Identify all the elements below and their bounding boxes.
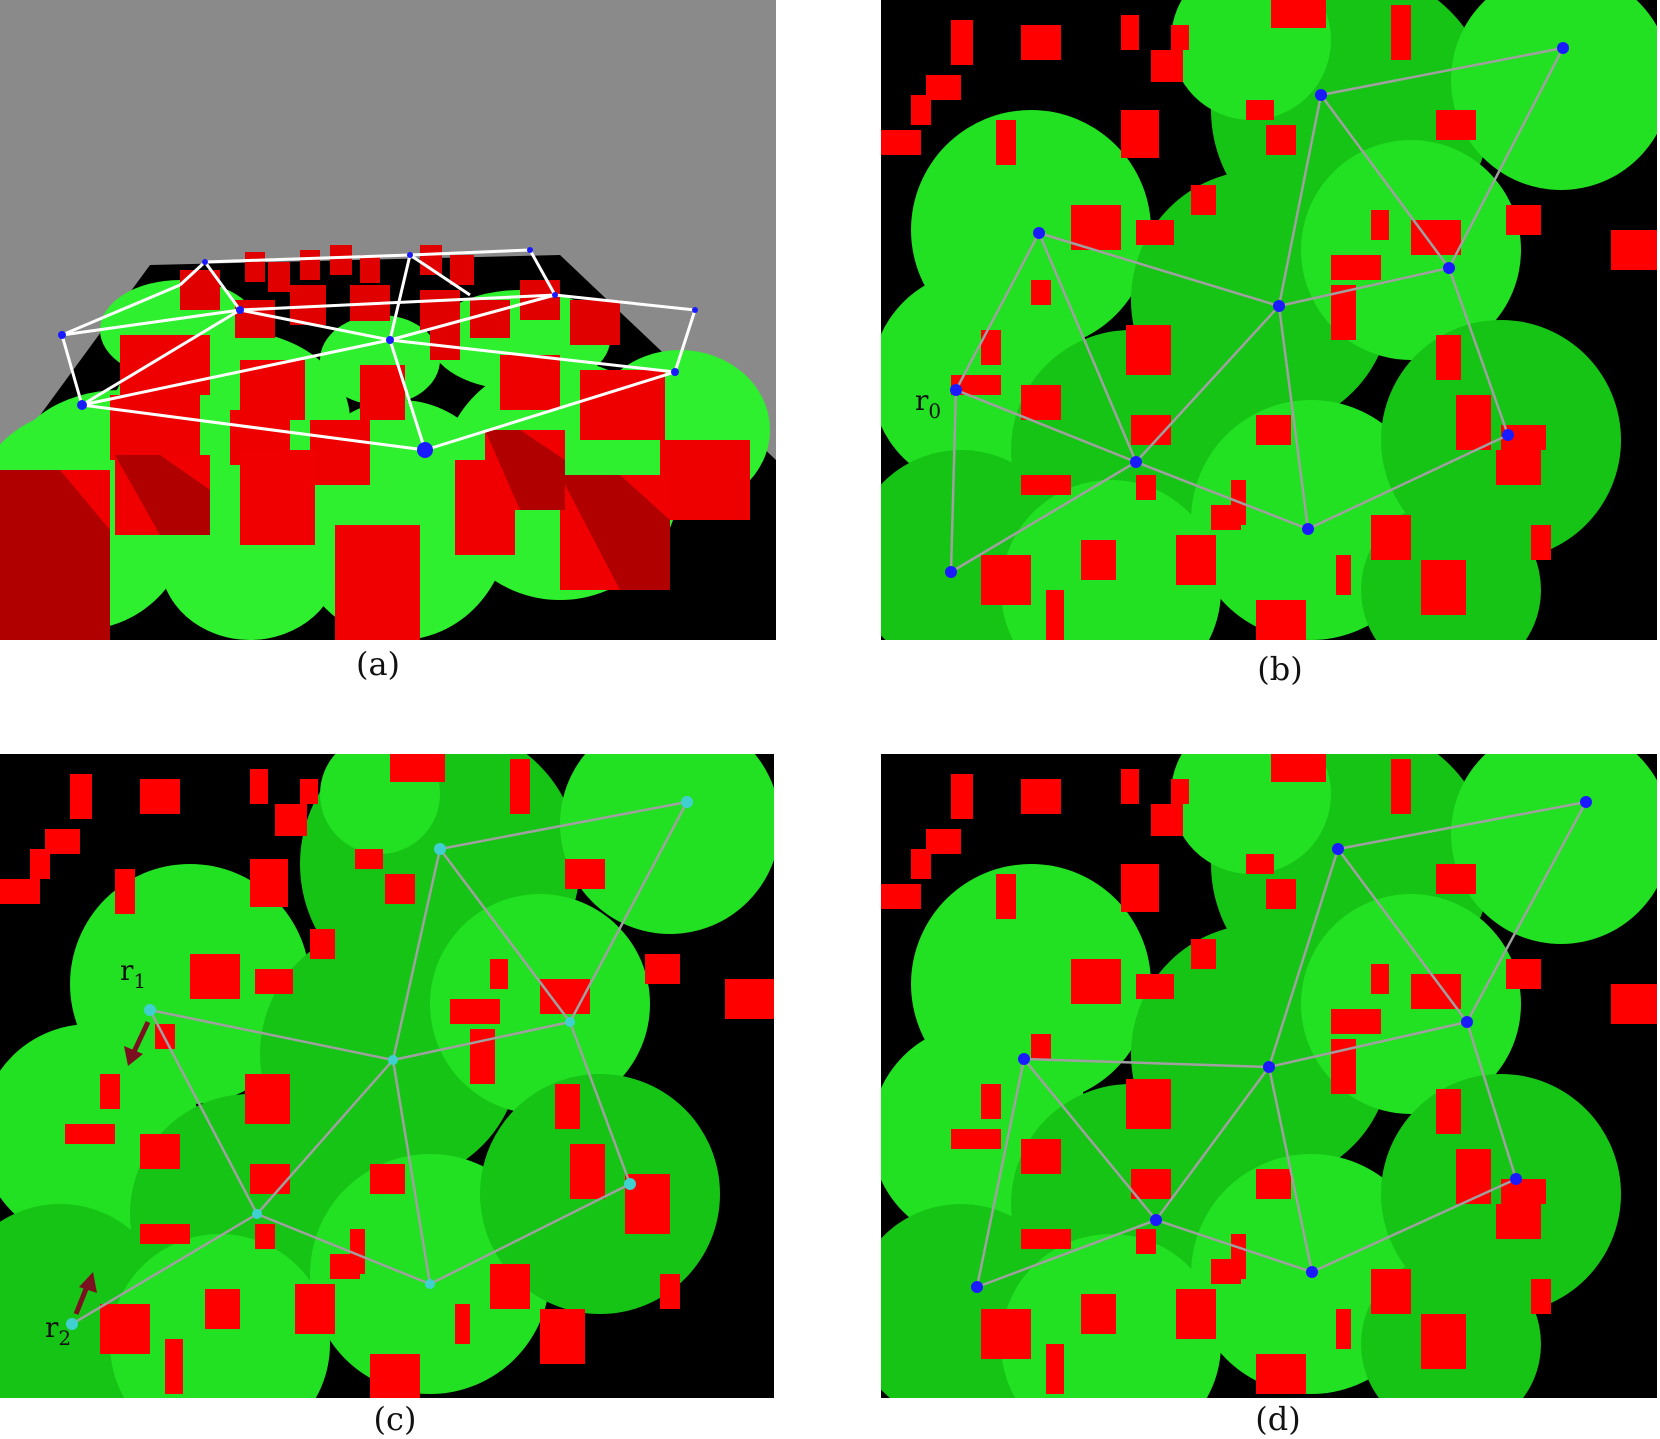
network-edges: [60, 248, 697, 452]
obstacles: [881, 0, 1657, 640]
panel-top-view-b: r0: [881, 0, 1657, 640]
caption-a: (a): [355, 645, 401, 683]
network-nodes: [58, 247, 698, 458]
top-view-c: r1 r2: [0, 754, 774, 1398]
network-nodes: [66, 796, 693, 1330]
arrow-r1: [130, 1020, 151, 1056]
robot-label-r1: r1: [120, 954, 146, 993]
obstacles: [881, 754, 1657, 1394]
panel-top-view-c: r1 r2: [0, 754, 774, 1398]
obstacles: [0, 754, 774, 1398]
panel-3d-view: [0, 0, 776, 640]
network-nodes: [945, 42, 1569, 578]
arrow-r1-head: [124, 1046, 143, 1066]
obstacles-mid: [110, 335, 750, 520]
caption-d: (d): [1255, 1400, 1301, 1438]
arrow-r2-head: [79, 1272, 97, 1293]
top-view-b: r0: [881, 0, 1657, 640]
panel-top-view-d: [881, 754, 1657, 1398]
caption-b: (b): [1257, 650, 1303, 688]
network-nodes: [971, 796, 1592, 1293]
robot-label-r2: r2: [45, 1311, 71, 1350]
scene-3d: [0, 245, 776, 640]
obstacle-shading: [0, 430, 670, 640]
top-view-d: [881, 754, 1657, 1398]
robot-label-r0: r0: [915, 384, 941, 423]
caption-c: (c): [373, 1400, 417, 1438]
network-edges: [949, 46, 1565, 574]
network-edges: [975, 800, 1588, 1289]
network-edges: [71, 800, 689, 1326]
motion-arrows: [73, 1020, 151, 1315]
